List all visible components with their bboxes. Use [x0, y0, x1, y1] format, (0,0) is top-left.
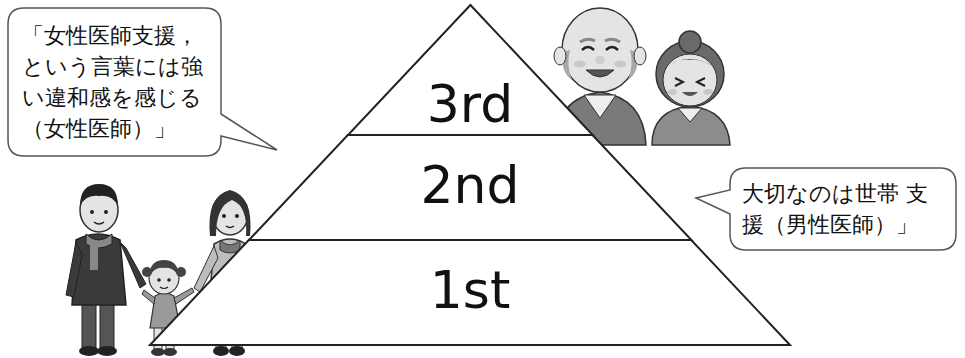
level-label: 3rd	[427, 76, 514, 133]
pyramid-band: 3rd	[348, 5, 593, 135]
callout-shape	[8, 8, 277, 156]
pyramid-band: 1st	[150, 240, 790, 345]
speech-callout: 「女性医師支援， という言葉には強 い違和感を感じる （女性医師）」	[8, 8, 221, 156]
speech-callout: 大切なのは世帯 支援（男性医師）」	[730, 168, 955, 250]
quote-text: 「女性医師支援， という言葉には強 い違和感を感じる （女性医師）」	[22, 20, 207, 144]
callout-outline	[730, 168, 956, 250]
level-label: 2nd	[420, 157, 519, 214]
level-label: 1st	[430, 262, 511, 319]
band-shape	[249, 135, 691, 240]
callout-shape	[696, 168, 956, 250]
band-shape	[150, 240, 790, 345]
band-shape	[348, 5, 593, 135]
pyramid-band: 2nd	[249, 135, 691, 240]
quote-text: 大切なのは世帯 支援（男性医師）」	[742, 178, 943, 240]
